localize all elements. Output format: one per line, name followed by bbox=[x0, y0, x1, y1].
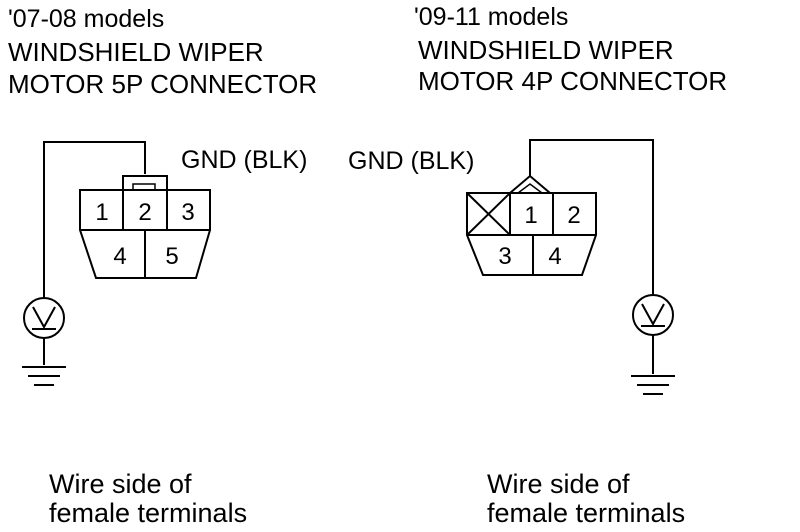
right-gnd-label: GND (BLK) bbox=[348, 147, 474, 175]
right-connector-lock-tab bbox=[509, 174, 551, 194]
voltmeter-icon bbox=[23, 297, 65, 339]
right-pin-label: 1 bbox=[524, 202, 537, 229]
ground-icon bbox=[631, 375, 675, 395]
left-probe-wire bbox=[43, 141, 146, 298]
right-4p-connector: 1 2 3 4 bbox=[466, 174, 597, 276]
ground-icon bbox=[22, 366, 66, 386]
right-probe-wire bbox=[529, 139, 654, 295]
right-models-label: '09-11 models bbox=[414, 3, 568, 31]
left-gnd-label: GND (BLK) bbox=[181, 146, 307, 174]
left-title-line2: MOTOR 5P CONNECTOR bbox=[8, 69, 317, 99]
right-footer-line1: Wire side of bbox=[487, 469, 630, 499]
left-pin-label: 1 bbox=[95, 199, 108, 226]
right-pin-label: 4 bbox=[548, 243, 561, 270]
left-models-label: '07-08 models bbox=[8, 5, 164, 33]
right-title-line2: MOTOR 4P CONNECTOR bbox=[418, 66, 727, 96]
left-section: '07-08 models WINDSHIELD WIPER MOTOR 5P … bbox=[8, 5, 317, 528]
left-title-line1: WINDSHIELD WIPER bbox=[8, 37, 264, 67]
right-pin-label: 3 bbox=[498, 243, 511, 270]
left-pin-label: 5 bbox=[165, 243, 178, 270]
right-footer-line2: female terminals bbox=[487, 498, 685, 528]
right-section: '09-11 models WINDSHIELD WIPER MOTOR 4P … bbox=[348, 3, 727, 528]
left-connector-lock-tab bbox=[122, 175, 168, 190]
right-connector-lock-inner bbox=[517, 183, 543, 194]
left-footer-line2: female terminals bbox=[49, 498, 247, 528]
left-pin-label: 2 bbox=[138, 199, 151, 226]
left-pin-label: 3 bbox=[181, 199, 194, 226]
right-title-line1: WINDSHIELD WIPER bbox=[418, 35, 674, 65]
left-footer-line1: Wire side of bbox=[49, 469, 192, 499]
left-pin-label: 4 bbox=[113, 243, 126, 270]
right-pin-label: 2 bbox=[567, 202, 580, 229]
voltmeter-icon bbox=[632, 294, 674, 336]
x-cavity-icon bbox=[466, 192, 511, 236]
left-5p-connector: 1 2 3 4 5 bbox=[79, 175, 211, 279]
